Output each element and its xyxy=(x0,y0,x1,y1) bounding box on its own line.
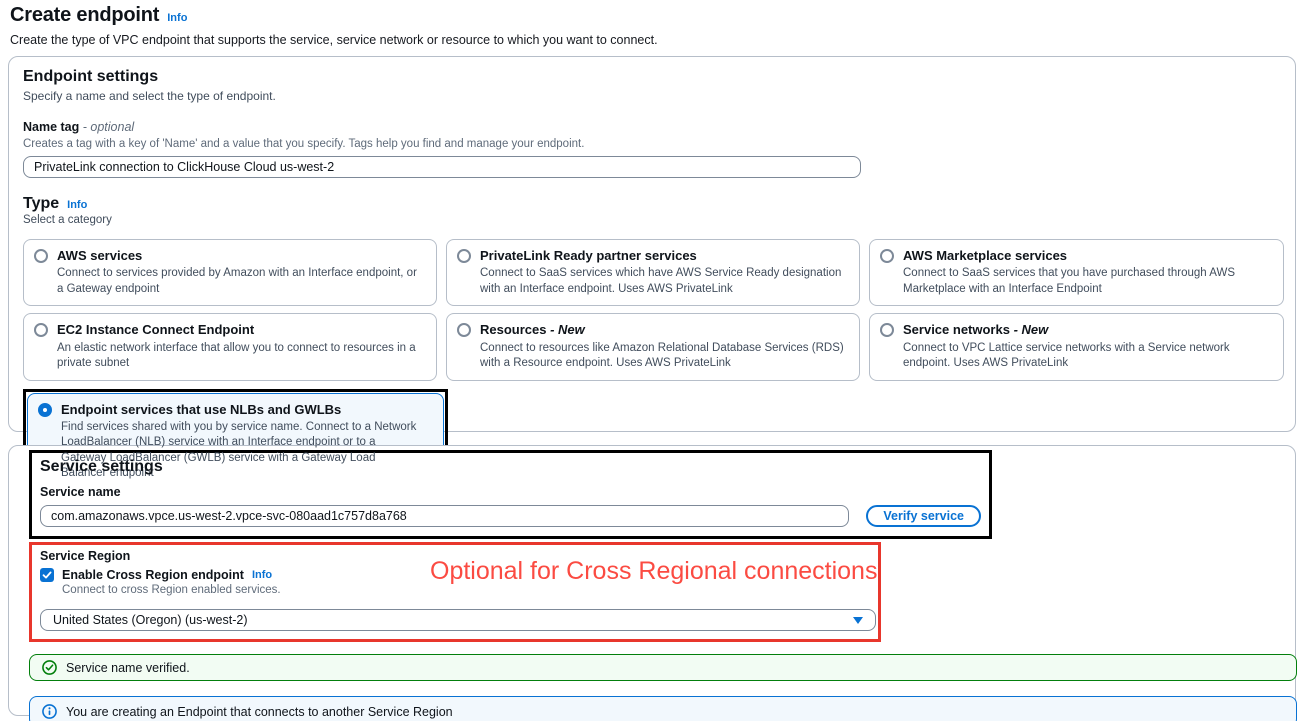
cross-region-info-banner: You are creating an Endpoint that connec… xyxy=(29,696,1297,721)
cross-region-info-text: You are creating an Endpoint that connec… xyxy=(66,704,453,719)
selected-tile-annotation-rectangle: Endpoint services that use NLBs and GWLB… xyxy=(23,388,448,495)
tile-description: Connect to services provided by Amazon w… xyxy=(57,267,417,295)
type-heading: Type xyxy=(23,195,60,212)
name-tag-optional-label: - optional xyxy=(79,120,135,134)
endpoint-settings-card: Endpoint settings Specify a name and sel… xyxy=(8,56,1296,495)
service-region-dropdown[interactable]: United States (Oregon) (us-west-2) xyxy=(40,609,876,631)
name-tag-label: Name tag xyxy=(23,120,80,134)
page-title: Create endpoint xyxy=(10,4,160,26)
info-circle-icon xyxy=(42,704,57,719)
radio-unselected-icon[interactable] xyxy=(457,249,471,263)
service-verified-banner: Service name verified. xyxy=(29,654,1297,681)
service-region-label: Service Region xyxy=(40,549,131,563)
radio-unselected-icon[interactable] xyxy=(34,249,48,263)
service-name-input[interactable] xyxy=(40,505,850,527)
service-settings-heading: Service settings xyxy=(40,458,163,475)
endpoint-settings-description: Specify a name and select the type of en… xyxy=(23,89,276,103)
page-title-info-link[interactable]: Info xyxy=(167,12,188,24)
type-tile-ec2-instance-connect[interactable]: EC2 Instance Connect Endpoint An elastic… xyxy=(23,313,437,381)
page-description: Create the type of VPC endpoint that sup… xyxy=(10,33,658,47)
page-header: Create endpoint Info Create the type of … xyxy=(0,0,1304,47)
radio-unselected-icon[interactable] xyxy=(34,323,48,338)
tile-description: Connect to SaaS services which have AWS … xyxy=(480,267,842,295)
type-tile-aws-marketplace[interactable]: AWS Marketplace services Connect to SaaS… xyxy=(869,239,1284,307)
tile-title: AWS Marketplace services xyxy=(903,248,1068,263)
type-tile-aws-services[interactable]: AWS services Connect to services provide… xyxy=(23,239,437,307)
tile-title: EC2 Instance Connect Endpoint xyxy=(57,322,255,338)
type-tile-privatelink-partner[interactable]: PrivateLink Ready partner services Conne… xyxy=(446,239,860,307)
endpoint-settings-heading: Endpoint settings xyxy=(23,68,159,85)
tile-description: Connect to resources like Amazon Relatio… xyxy=(480,341,844,370)
tile-description: An elastic network interface that allow … xyxy=(57,341,416,370)
radio-selected-icon[interactable] xyxy=(38,402,52,417)
service-verified-text: Service name verified. xyxy=(66,660,190,675)
cross-region-help: Connect to cross Region enabled services… xyxy=(62,584,281,596)
service-region-annotation-rectangle: Service Region Enable Cross Region endpo… xyxy=(29,542,881,642)
name-tag-input[interactable] xyxy=(23,156,861,178)
cross-region-annotation-text: Optional for Cross Regional connections xyxy=(430,557,878,585)
type-tile-grid: AWS services Connect to services provide… xyxy=(23,239,1284,381)
service-settings-card: Service settings Service name Verify ser… xyxy=(8,445,1297,721)
cross-region-checkbox-label[interactable]: Enable Cross Region endpoint xyxy=(62,568,244,582)
type-tile-resources[interactable]: Resources - New Connect to resources lik… xyxy=(446,313,860,381)
success-check-circle-icon xyxy=(42,660,57,675)
type-tile-endpoint-services-nlb-gwlb[interactable]: Endpoint services that use NLBs and GWLB… xyxy=(27,392,444,491)
tile-description: Find services shared with you by service… xyxy=(61,420,417,480)
service-region-dropdown-value: United States (Oregon) (us-west-2) xyxy=(53,613,248,627)
radio-unselected-icon[interactable] xyxy=(880,323,894,338)
tile-new-badge: - New xyxy=(546,322,585,338)
type-tile-service-networks[interactable]: Service networks - New Connect to VPC La… xyxy=(869,313,1284,381)
tile-new-badge: - New xyxy=(1009,322,1049,338)
tile-description: Connect to SaaS services that you have p… xyxy=(903,267,1235,295)
radio-unselected-icon[interactable] xyxy=(880,249,894,263)
type-info-link[interactable]: Info xyxy=(67,199,88,211)
chevron-down-icon xyxy=(853,616,863,624)
cross-region-checkbox[interactable] xyxy=(40,568,54,582)
tile-title: Resources - New xyxy=(480,322,585,338)
service-settings-annotation-rectangle: Service settings Service name Verify ser… xyxy=(29,450,992,539)
service-name-label: Service name xyxy=(40,485,121,499)
name-tag-help: Creates a tag with a key of 'Name' and a… xyxy=(23,138,585,150)
radio-unselected-icon[interactable] xyxy=(457,323,471,338)
tile-title: PrivateLink Ready partner services xyxy=(480,248,697,263)
tile-description: Connect to VPC Lattice service networks … xyxy=(903,341,1230,370)
cross-region-info-link[interactable]: Info xyxy=(251,569,273,581)
verify-service-button[interactable]: Verify service xyxy=(866,505,981,527)
tile-title: Service networks - New xyxy=(903,322,1049,338)
tile-title: Endpoint services that use NLBs and GWLB… xyxy=(61,401,342,417)
tile-title: AWS services xyxy=(57,248,143,263)
checkmark-icon xyxy=(42,571,52,579)
type-description: Select a category xyxy=(23,214,112,226)
